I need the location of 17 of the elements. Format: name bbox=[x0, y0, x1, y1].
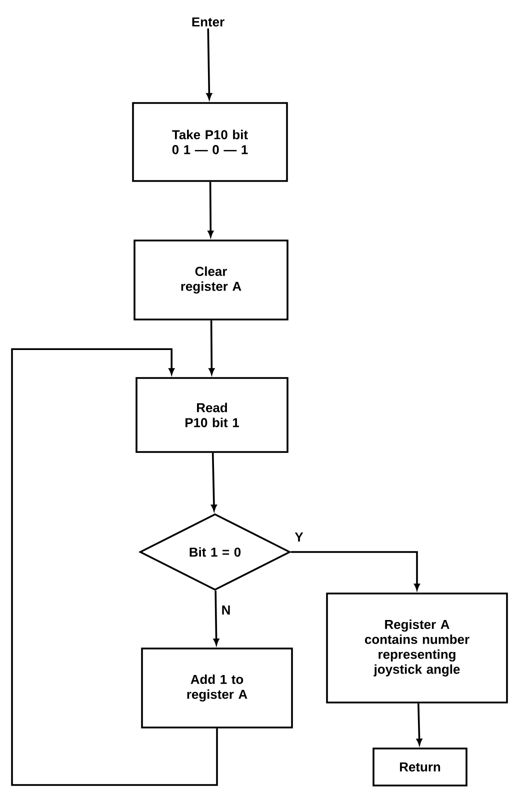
arrow bbox=[290, 551, 420, 590]
arrow bbox=[416, 703, 422, 745]
edge-label: N bbox=[220, 604, 232, 616]
edge-label: Y bbox=[294, 532, 304, 542]
process-box: Return bbox=[372, 748, 468, 786]
arrow bbox=[208, 182, 214, 237]
arrow bbox=[11, 348, 218, 786]
entry-label: Enter bbox=[192, 18, 224, 27]
arrow bbox=[213, 590, 220, 645]
arrow bbox=[211, 452, 217, 511]
arrow bbox=[206, 28, 212, 100]
process-box: Read P10 bit 1 bbox=[136, 377, 288, 453]
process-box: Take P10 bit 0 1 — 0 — 1 bbox=[132, 102, 288, 182]
process-box: Add 1 to register A bbox=[141, 648, 293, 728]
arrow bbox=[208, 320, 214, 374]
process-box: Clear register A bbox=[134, 240, 288, 320]
process-box: Register A contains number representing joystick angle bbox=[326, 592, 508, 704]
